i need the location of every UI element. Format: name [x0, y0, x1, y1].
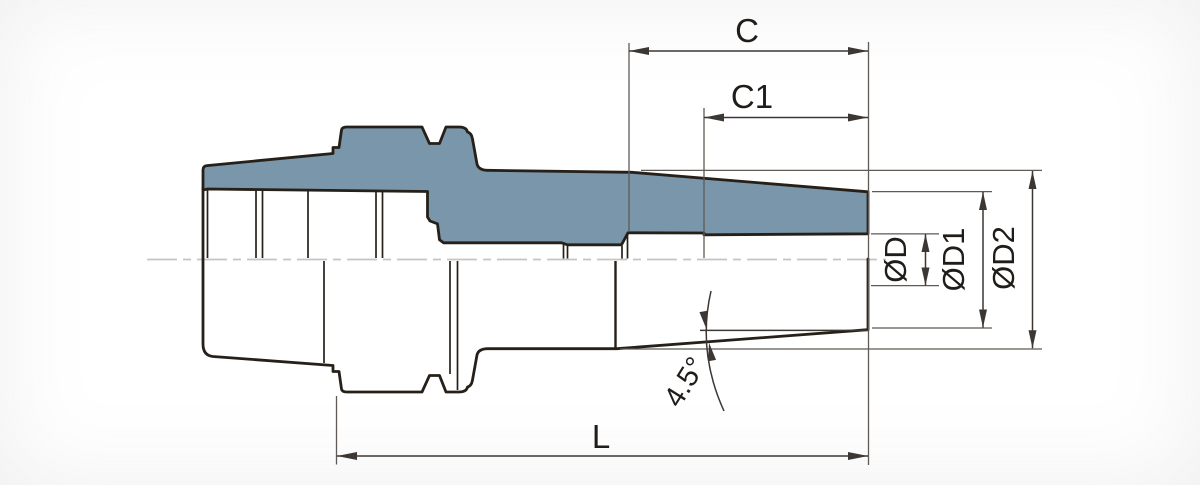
- angle-label: 4.5°: [658, 352, 713, 413]
- dim-c-arrow-right: [848, 47, 868, 55]
- dimension-angle: 4.5°: [658, 290, 868, 413]
- dim-c1-arrow-right: [848, 113, 868, 122]
- dimension-c: C: [628, 12, 870, 465]
- dim-d2-arrow-bottom: [1028, 330, 1037, 349]
- dim-c1-arrow-left: [704, 113, 724, 122]
- angle-arrow-upper: [699, 310, 708, 330]
- dim-l-arrow-right: [848, 452, 868, 460]
- dim-d2-label: ØD2: [986, 226, 1021, 290]
- part-section-upper: [201, 125, 870, 247]
- dim-d1-arrow-bottom: [979, 309, 987, 328]
- dim-c-arrow-left: [629, 47, 649, 55]
- dim-c-label: C: [735, 12, 759, 49]
- dim-d1-label: ØD1: [936, 228, 971, 292]
- visible-edge-lines: [323, 261, 617, 390]
- dim-d1-arrow-top: [979, 192, 987, 210]
- dim-d-arrow-bottom: [921, 267, 930, 286]
- angle-arrow-lower: [708, 342, 717, 362]
- angle-arc: [705, 290, 725, 412]
- dim-d2-arrow-top: [1028, 171, 1037, 189]
- dim-d-arrow-top: [921, 234, 930, 252]
- dim-d-label: ØD: [878, 236, 913, 283]
- part-outline-lower: [201, 186, 870, 394]
- dimension-d: ØD: [871, 233, 939, 287]
- dimension-d2: ØD2: [620, 169, 1042, 350]
- bore-step-lines: [206, 189, 629, 259]
- dimension-c1: C1: [703, 78, 868, 258]
- dimension-l: L: [335, 396, 868, 465]
- dimension-d1: ØD1: [872, 190, 992, 329]
- dim-l-arrow-left: [337, 452, 357, 460]
- dim-l-label: L: [592, 418, 610, 455]
- dim-c1-label: C1: [731, 78, 773, 115]
